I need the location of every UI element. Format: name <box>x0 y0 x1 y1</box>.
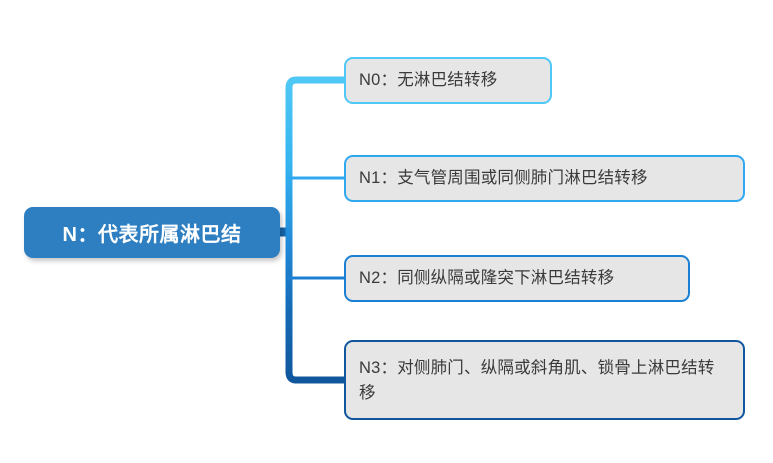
child-node-n3-label: N3：对侧肺门、纵隔或斜角肌、锁骨上淋巴结转移 <box>359 359 715 402</box>
child-node-n0-label: N0：无淋巴结转移 <box>359 71 498 89</box>
connector-trunk <box>285 76 348 384</box>
child-node-n3[interactable]: N3：对侧肺门、纵隔或斜角肌、锁骨上淋巴结转移 <box>344 340 745 420</box>
root-node-label: N：代表所属淋巴结 <box>62 224 242 246</box>
child-node-n1[interactable]: N1：支气管周围或同侧肺门淋巴结转移 <box>344 155 745 202</box>
child-node-n1-label: N1：支气管周围或同侧肺门淋巴结转移 <box>359 169 648 187</box>
child-node-n0[interactable]: N0：无淋巴结转移 <box>344 57 552 104</box>
root-node[interactable]: N：代表所属淋巴结 <box>24 207 280 258</box>
child-node-n2[interactable]: N2：同侧纵隔或隆突下淋巴结转移 <box>344 255 690 302</box>
child-node-n2-label: N2：同侧纵隔或隆突下淋巴结转移 <box>359 269 615 287</box>
